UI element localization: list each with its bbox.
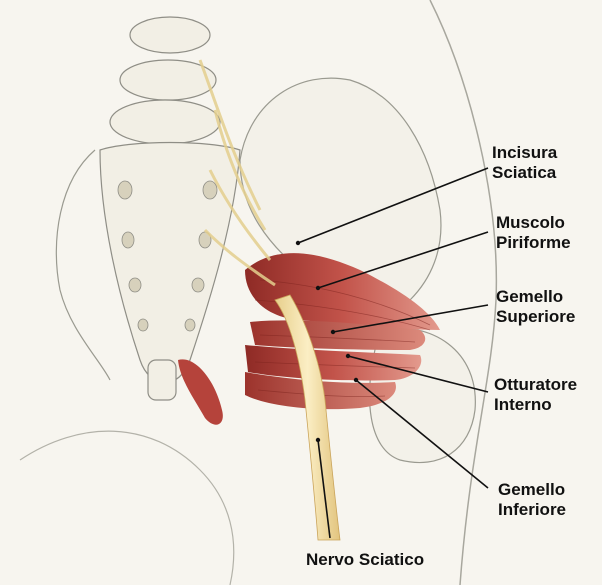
label-piriforme-line1: Muscolo (496, 213, 571, 233)
label-gemello-inf-line2: Inferiore (498, 500, 566, 520)
label-incisura-line2: Sciatica (492, 163, 557, 183)
label-gemello-inferiore: Gemello Inferiore (498, 480, 566, 520)
label-nervo-sciatico: Nervo Sciatico (306, 550, 424, 570)
label-gemello-inf-line1: Gemello (498, 480, 566, 500)
label-gemello-sup-line2: Superiore (496, 307, 575, 327)
label-incisura-line1: Incisura (492, 143, 557, 163)
label-nervo-text: Nervo Sciatico (306, 550, 424, 570)
label-otturatore-line1: Otturatore (494, 375, 577, 395)
label-muscolo-piriforme: Muscolo Piriforme (496, 213, 571, 253)
label-incisura-sciatica: Incisura Sciatica (492, 143, 557, 183)
label-gemello-superiore: Gemello Superiore (496, 287, 575, 327)
label-otturatore-interno: Otturatore Interno (494, 375, 577, 415)
label-otturatore-line2: Interno (494, 395, 577, 415)
label-gemello-sup-line1: Gemello (496, 287, 575, 307)
label-piriforme-line2: Piriforme (496, 233, 571, 253)
